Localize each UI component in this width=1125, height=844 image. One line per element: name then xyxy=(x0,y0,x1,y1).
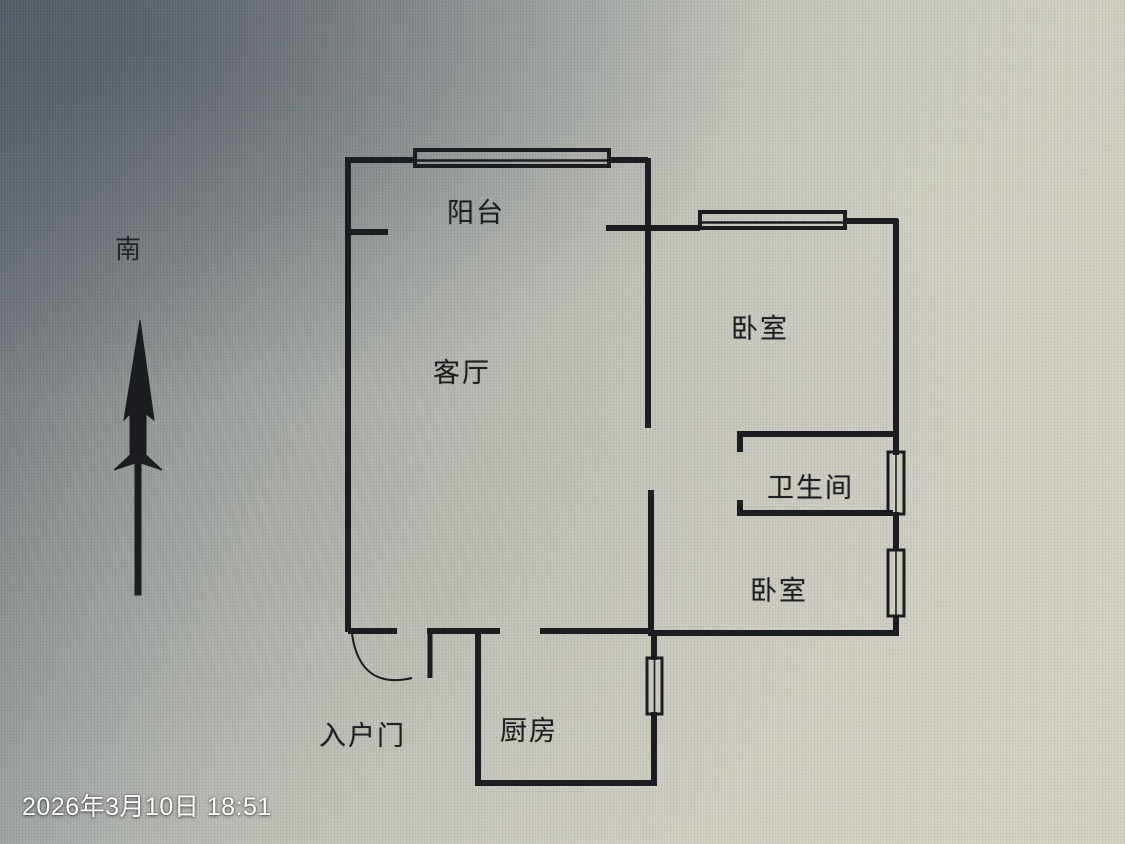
room-label-living: 客厅 xyxy=(433,358,491,388)
door-kitchen xyxy=(645,656,664,716)
window-bedroom1 xyxy=(698,210,847,230)
room-label-bedroom1: 卧室 xyxy=(731,314,789,344)
north-south-arrow xyxy=(113,319,163,596)
door-bedroom2 xyxy=(886,548,906,618)
room-label-kitchen: 厨房 xyxy=(500,716,558,746)
door-bathroom xyxy=(886,450,906,516)
room-label-entrance: 入户门 xyxy=(319,721,406,751)
room-label-balcony: 阳台 xyxy=(447,198,505,228)
photo-timestamp: 2026年3月10日 18:51 xyxy=(22,793,272,821)
compass-direction-label: 南 xyxy=(115,234,142,264)
window-balcony xyxy=(413,148,611,168)
door-entry-swing-arc xyxy=(351,633,413,682)
room-label-bedroom2: 卧室 xyxy=(750,576,808,606)
room-label-bathroom: 卫生间 xyxy=(767,473,854,503)
